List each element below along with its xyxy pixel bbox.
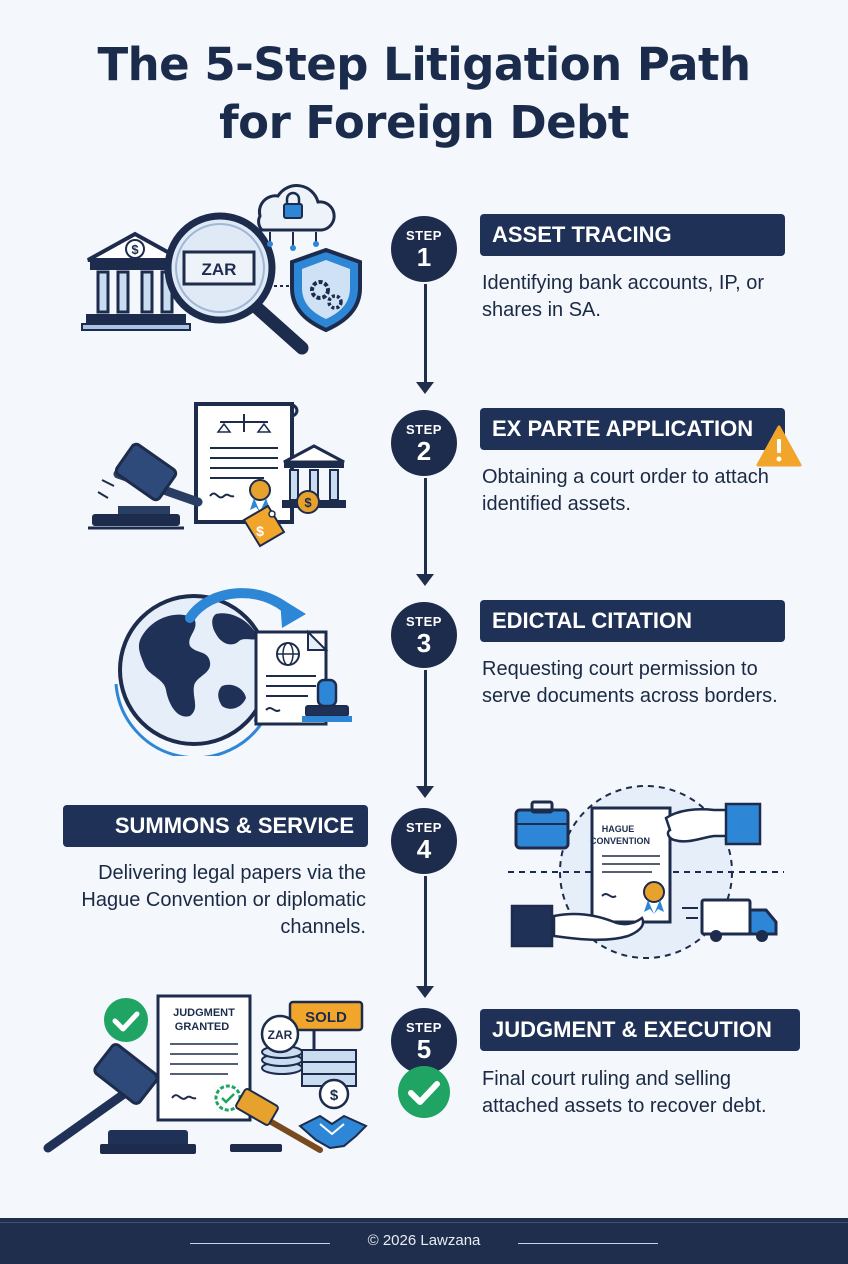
step-number: 1 (416, 242, 432, 272)
arrow-down-icon (416, 786, 434, 798)
step-1-heading: ASSET TRACING (480, 214, 785, 256)
sold-sign-icon: SOLD (288, 1000, 364, 1066)
small-gavel-icon (230, 1088, 323, 1153)
asset-tracing-illustration: $ ZAR (81, 184, 362, 355)
hague-text: HAGUE (602, 824, 635, 834)
delivery-truck-icon (682, 898, 778, 942)
step-number: 5 (416, 1034, 432, 1064)
coin-dollar-text: $ (304, 495, 312, 510)
step-3-description: Requesting court permission to serve doc… (482, 658, 778, 707)
step-2-badge: STEP 2 (391, 410, 457, 476)
step-label: STEP (406, 228, 442, 243)
step-4-heading: SUMMONS & SERVICE (63, 805, 368, 847)
connector-3-4 (424, 670, 427, 788)
court-document-icon (194, 402, 299, 524)
shield-gear-icon (290, 247, 362, 333)
sold-text: SOLD (305, 1009, 347, 1026)
arrow-down-icon (416, 986, 434, 998)
coin-stack-icon: ZAR (260, 1014, 303, 1075)
title-line-1: The 5-Step Litigation Path (97, 38, 751, 91)
stamp-icon (302, 678, 352, 722)
step-label: STEP (406, 614, 442, 629)
step-label: STEP (406, 1020, 442, 1035)
connector-2-3 (424, 478, 427, 576)
cloud-lock-icon (257, 184, 336, 251)
money-bag-icon: $ (318, 1078, 350, 1110)
bag-dollar-text: $ (330, 1087, 339, 1104)
hand-receiving-icon (510, 904, 645, 948)
step-1-description: Identifying bank accounts, IP, or shares… (482, 272, 765, 321)
globe-icon (114, 594, 271, 756)
judgment-document-icon: JUDGMENT GRANTED (156, 994, 252, 1122)
step-number: 3 (416, 628, 432, 658)
gavel-icon (43, 1043, 196, 1154)
bank-icon: $ (81, 231, 191, 331)
gavel-icon (92, 442, 203, 526)
connector-1-2 (424, 284, 427, 384)
step-2-heading: EX PARTE APPLICATION (480, 408, 785, 450)
curved-arrow-icon (185, 588, 306, 628)
step-label: STEP (406, 820, 442, 835)
judgment-text: JUDGMENT (173, 1007, 235, 1019)
step-5-heading: JUDGMENT & EXECUTION (480, 1009, 800, 1051)
copyright-text: © 2026 Lawzana (367, 1232, 481, 1249)
courthouse-icon: $ (282, 444, 346, 514)
convention-text: CONVENTION (590, 836, 650, 846)
step-4-description: Delivering legal papers via the Hague Co… (81, 862, 366, 938)
tag-dollar-text: $ (256, 523, 264, 539)
ex-parte-illustration: $ $ (88, 402, 346, 548)
connector-4-5 (424, 876, 427, 988)
check-badge-icon (104, 998, 148, 1042)
magnifying-glass-icon: ZAR (164, 212, 309, 355)
step-1-badge: STEP 1 (391, 216, 457, 282)
step-5-description: Final court ruling and selling attached … (482, 1068, 767, 1117)
handshake-icon (298, 1114, 368, 1150)
arrow-down-icon (416, 574, 434, 586)
judgment-execution-illustration: JUDGMENT GRANTED SOLD ZAR $ (43, 994, 368, 1154)
footer-divider-left (190, 1243, 330, 1244)
hague-document-icon: HAGUE CONVENTION (590, 806, 672, 924)
step-5-badge: STEP 5 (391, 1008, 457, 1074)
step-4-badge: STEP 4 (391, 808, 457, 874)
hand-giving-icon (664, 802, 762, 846)
coin-zar-text: ZAR (268, 1028, 293, 1042)
price-tag-icon: $ (242, 504, 286, 548)
footer: © 2026 Lawzana (0, 1218, 848, 1264)
granted-text: GRANTED (175, 1021, 229, 1033)
step-label: STEP (406, 422, 442, 437)
step-2-description: Obtaining a court order to attach identi… (482, 466, 769, 515)
check-circle-icon (398, 1066, 450, 1118)
step-3-heading: EDICTAL CITATION (480, 600, 785, 642)
briefcase-icon (514, 800, 570, 850)
footer-stripe (0, 1222, 848, 1223)
summons-service-illustration: HAGUE CONVENTION (508, 785, 784, 959)
warning-icon (756, 425, 802, 467)
footer-divider-right (518, 1243, 658, 1244)
step-3-badge: STEP 3 (391, 602, 457, 668)
step-number: 4 (416, 834, 432, 864)
arrow-down-icon (416, 382, 434, 394)
step-number: 2 (416, 436, 432, 466)
bank-dollar-text: $ (131, 242, 139, 257)
zar-text: ZAR (202, 260, 237, 279)
title-line-2: for Foreign Debt (219, 96, 629, 149)
page-title: The 5-Step Litigation Path for Foreign D… (0, 36, 848, 152)
edictal-citation-illustration (114, 588, 352, 756)
